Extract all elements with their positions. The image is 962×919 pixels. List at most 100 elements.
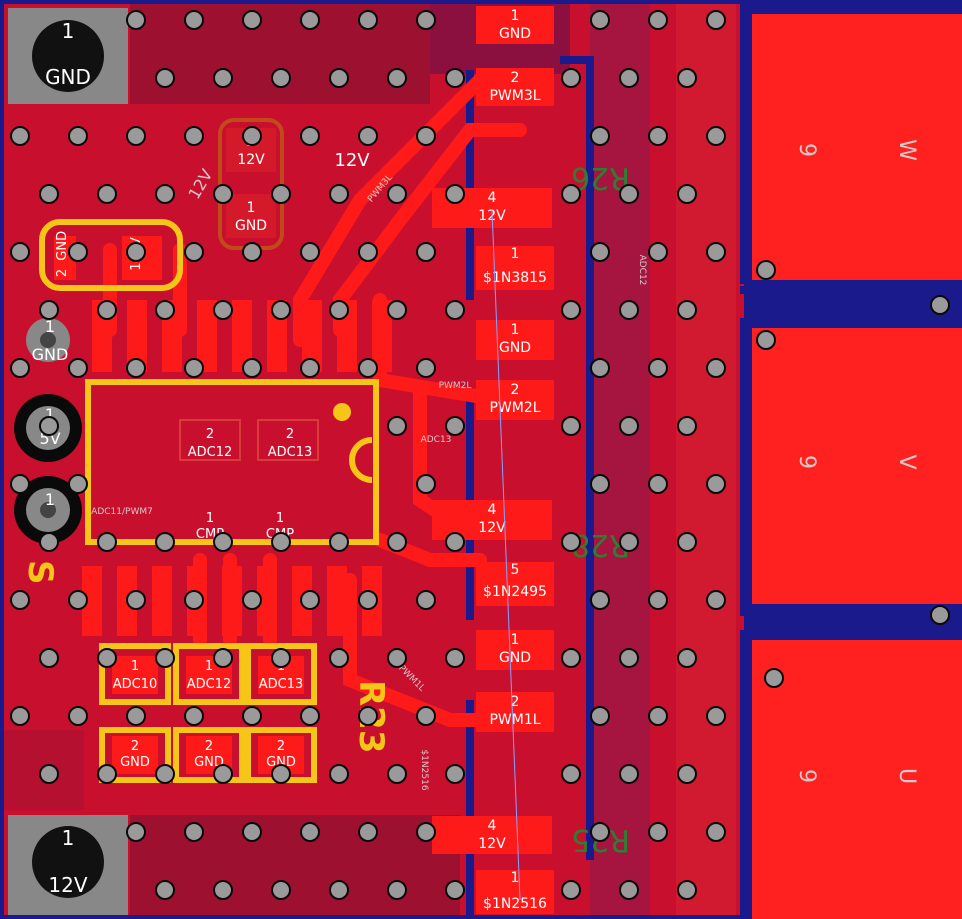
via-91 bbox=[387, 532, 407, 552]
bot-gnd-b-num: 2 bbox=[205, 739, 213, 754]
via-23 bbox=[300, 126, 320, 146]
q3-pad4-num: 4 bbox=[488, 190, 497, 206]
via-101 bbox=[300, 590, 320, 610]
via-65 bbox=[184, 358, 204, 378]
q3-pad-src-num: 1 bbox=[511, 246, 520, 262]
mount-12v-num: 1 bbox=[62, 826, 75, 850]
via-93 bbox=[561, 532, 581, 552]
via-5 bbox=[416, 10, 436, 30]
via-132 bbox=[213, 764, 233, 784]
via-144 bbox=[358, 822, 378, 842]
via-130 bbox=[97, 764, 117, 784]
via-50 bbox=[706, 242, 726, 262]
net-1n2516: $1N2516 bbox=[419, 749, 429, 790]
via-58 bbox=[445, 300, 465, 320]
via-96 bbox=[10, 590, 30, 610]
via-100 bbox=[242, 590, 262, 610]
net-pwm2l: PWM2L bbox=[439, 381, 472, 391]
mount-12v-net: 12V bbox=[48, 873, 87, 897]
via-72 bbox=[706, 358, 726, 378]
q1-pad-src-num: 1 bbox=[511, 870, 520, 886]
via-120 bbox=[126, 706, 146, 726]
bot-gnd-c-num: 2 bbox=[277, 739, 285, 754]
via-30 bbox=[97, 184, 117, 204]
header-s-num: 1 bbox=[45, 490, 55, 509]
via-60 bbox=[619, 300, 639, 320]
via-55 bbox=[271, 300, 291, 320]
via-154 bbox=[445, 880, 465, 900]
q2-pad-src-net: $1N2495 bbox=[483, 584, 547, 600]
via-16 bbox=[619, 68, 639, 88]
via-46 bbox=[358, 242, 378, 262]
via-17 bbox=[677, 68, 697, 88]
via-89 bbox=[271, 532, 291, 552]
via-29 bbox=[39, 184, 59, 204]
via-99 bbox=[184, 590, 204, 610]
via-19 bbox=[68, 126, 88, 146]
via-127 bbox=[648, 706, 668, 726]
via-159 bbox=[930, 295, 950, 315]
via-31 bbox=[155, 184, 175, 204]
via-88 bbox=[213, 532, 233, 552]
sensor-pads: 2 ADC12 2 ADC13 1 CMP 1 CMP bbox=[179, 419, 319, 542]
via-141 bbox=[184, 822, 204, 842]
via-160 bbox=[756, 330, 776, 350]
via-149 bbox=[155, 880, 175, 900]
via-field bbox=[10, 10, 950, 900]
via-51 bbox=[39, 300, 59, 320]
via-41 bbox=[68, 242, 88, 262]
q1-pad1-num: 1 bbox=[511, 632, 520, 648]
via-20 bbox=[126, 126, 146, 146]
via-109 bbox=[155, 648, 175, 668]
header-gnd-net: GND bbox=[32, 345, 69, 364]
via-78 bbox=[677, 416, 697, 436]
via-10 bbox=[213, 68, 233, 88]
via-102 bbox=[358, 590, 378, 610]
reg-pad2: 2 GND bbox=[55, 231, 70, 277]
via-86 bbox=[97, 532, 117, 552]
via-79 bbox=[10, 474, 30, 494]
via-21 bbox=[184, 126, 204, 146]
via-129 bbox=[39, 764, 59, 784]
silk-r26: R26 bbox=[571, 160, 630, 195]
mount-gnd-num: 1 bbox=[62, 19, 75, 43]
q3-pad2-num: 2 bbox=[511, 70, 520, 86]
via-45 bbox=[300, 242, 320, 262]
via-4 bbox=[358, 10, 378, 30]
via-61 bbox=[677, 300, 697, 320]
via-104 bbox=[590, 590, 610, 610]
sensor-pad-b-net: ADC13 bbox=[268, 445, 313, 460]
via-162 bbox=[764, 668, 784, 688]
net-adc13: ADC13 bbox=[421, 435, 452, 445]
via-118 bbox=[10, 706, 30, 726]
via-115 bbox=[561, 648, 581, 668]
via-103 bbox=[416, 590, 436, 610]
via-158 bbox=[756, 260, 776, 280]
via-15 bbox=[561, 68, 581, 88]
via-66 bbox=[242, 358, 262, 378]
via-13 bbox=[387, 68, 407, 88]
ratsnest-line bbox=[491, 209, 521, 901]
via-8 bbox=[706, 10, 726, 30]
via-24 bbox=[358, 126, 378, 146]
motor-v-num: 9 bbox=[794, 455, 819, 469]
via-9 bbox=[155, 68, 175, 88]
q1-pad2-num: 2 bbox=[511, 694, 520, 710]
via-44 bbox=[242, 242, 262, 262]
via-56 bbox=[329, 300, 349, 320]
via-80 bbox=[68, 474, 88, 494]
ic-pins-top bbox=[92, 300, 392, 372]
via-33 bbox=[271, 184, 291, 204]
via-39 bbox=[677, 184, 697, 204]
mounting-pad-12v: 1 12V bbox=[8, 815, 128, 915]
motor-labels: 9 W 9 V 9 U bbox=[794, 139, 919, 784]
q2-pad1-net: GND bbox=[499, 340, 531, 356]
net-adc12: ADC12 bbox=[637, 255, 647, 286]
via-57 bbox=[387, 300, 407, 320]
via-83 bbox=[648, 474, 668, 494]
ic-footprint bbox=[85, 379, 379, 545]
via-107 bbox=[39, 648, 59, 668]
q1-pad4-net: 12V bbox=[478, 836, 506, 852]
via-111 bbox=[271, 648, 291, 668]
mosfet-pads: 1 GND 2 PWM3L 4 12V 1 $1N3815 1 GND 2 PW… bbox=[432, 6, 554, 914]
